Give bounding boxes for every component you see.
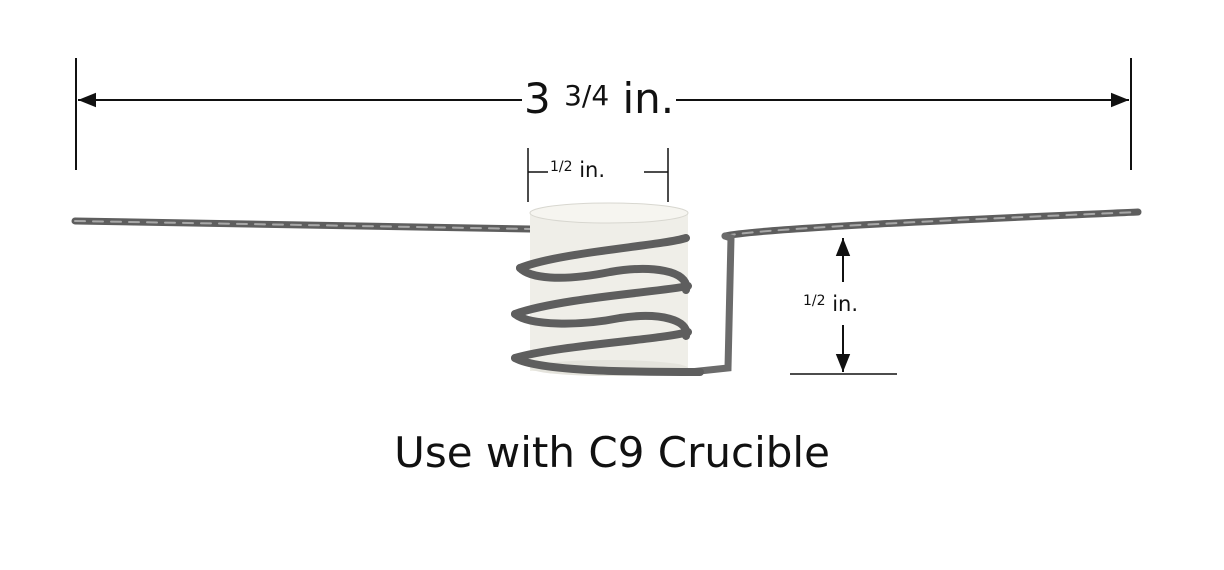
overall-length-label: 3 3/4 in.: [522, 74, 677, 123]
wire-coil: [511, 234, 704, 376]
caption: Use with C9 Crucible: [394, 428, 830, 477]
offset-height-label: 1/2 in.: [803, 292, 859, 316]
offset-height-dimension: [790, 238, 897, 375]
twisted-wire: [71, 208, 1142, 376]
coil-width-label: 1/2 in.: [550, 158, 606, 182]
coil-width-dimension: [527, 148, 669, 202]
